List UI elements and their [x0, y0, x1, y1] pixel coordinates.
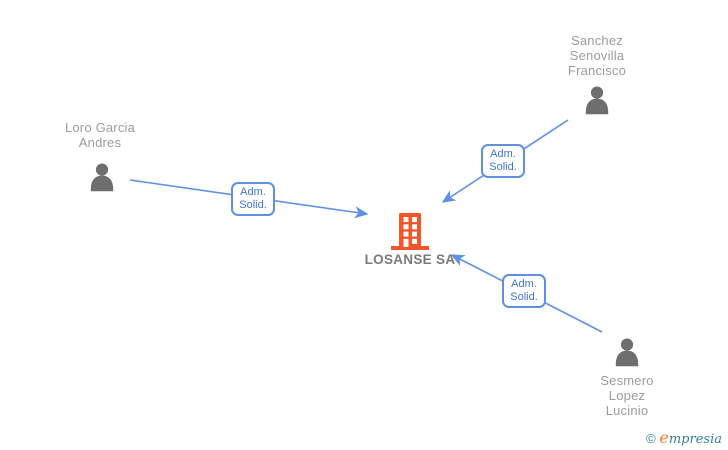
person-label-sanchez: Sanchez Senovilla Francisco [527, 33, 667, 78]
edge-label-line: Adm. [490, 148, 516, 160]
person-label-line: Andres [78, 135, 122, 150]
person-label-line: Lopez [608, 388, 646, 403]
person-label-line: Senovilla [569, 48, 625, 63]
edge-label-adm-solid-sesmero: Adm. Solid. [502, 274, 546, 308]
person-label-loro: Loro Garcia Andres [30, 120, 170, 150]
company-label: LOSANSE SA [364, 252, 456, 267]
company-node-losanse[interactable] [388, 210, 432, 252]
person-label-line: Lucinio [605, 403, 649, 418]
building-icon [391, 213, 429, 250]
person-label-line: Francisco [567, 63, 627, 78]
person-icon [615, 338, 639, 367]
person-node-loro[interactable] [87, 162, 117, 192]
edge-label-adm-solid-sanchez: Adm. Solid. [481, 144, 525, 178]
edge-label-line: Adm. [240, 186, 266, 198]
person-icon [585, 86, 609, 115]
empresia-logo: empresia [659, 428, 722, 447]
person-node-sanchez[interactable] [582, 85, 612, 115]
person-label-line: Sanchez [571, 33, 623, 48]
copyright-symbol: © [646, 431, 656, 446]
edge-label-line: Solid. [489, 161, 517, 173]
edge-label-line: Solid. [510, 291, 538, 303]
person-label-sesmero: Sesmero Lopez Lucinio [557, 373, 697, 418]
edge-label-line: Solid. [239, 199, 267, 211]
person-node-sesmero[interactable] [612, 337, 642, 367]
person-label-line: Sesmero [600, 373, 654, 388]
empresia-watermark-link[interactable]: © empresia [646, 428, 722, 447]
person-icon [90, 163, 114, 192]
person-label-line: Loro Garcia [64, 120, 136, 135]
edge-label-adm-solid-loro: Adm. Solid. [231, 182, 275, 216]
edge-label-line: Adm. [511, 278, 537, 290]
